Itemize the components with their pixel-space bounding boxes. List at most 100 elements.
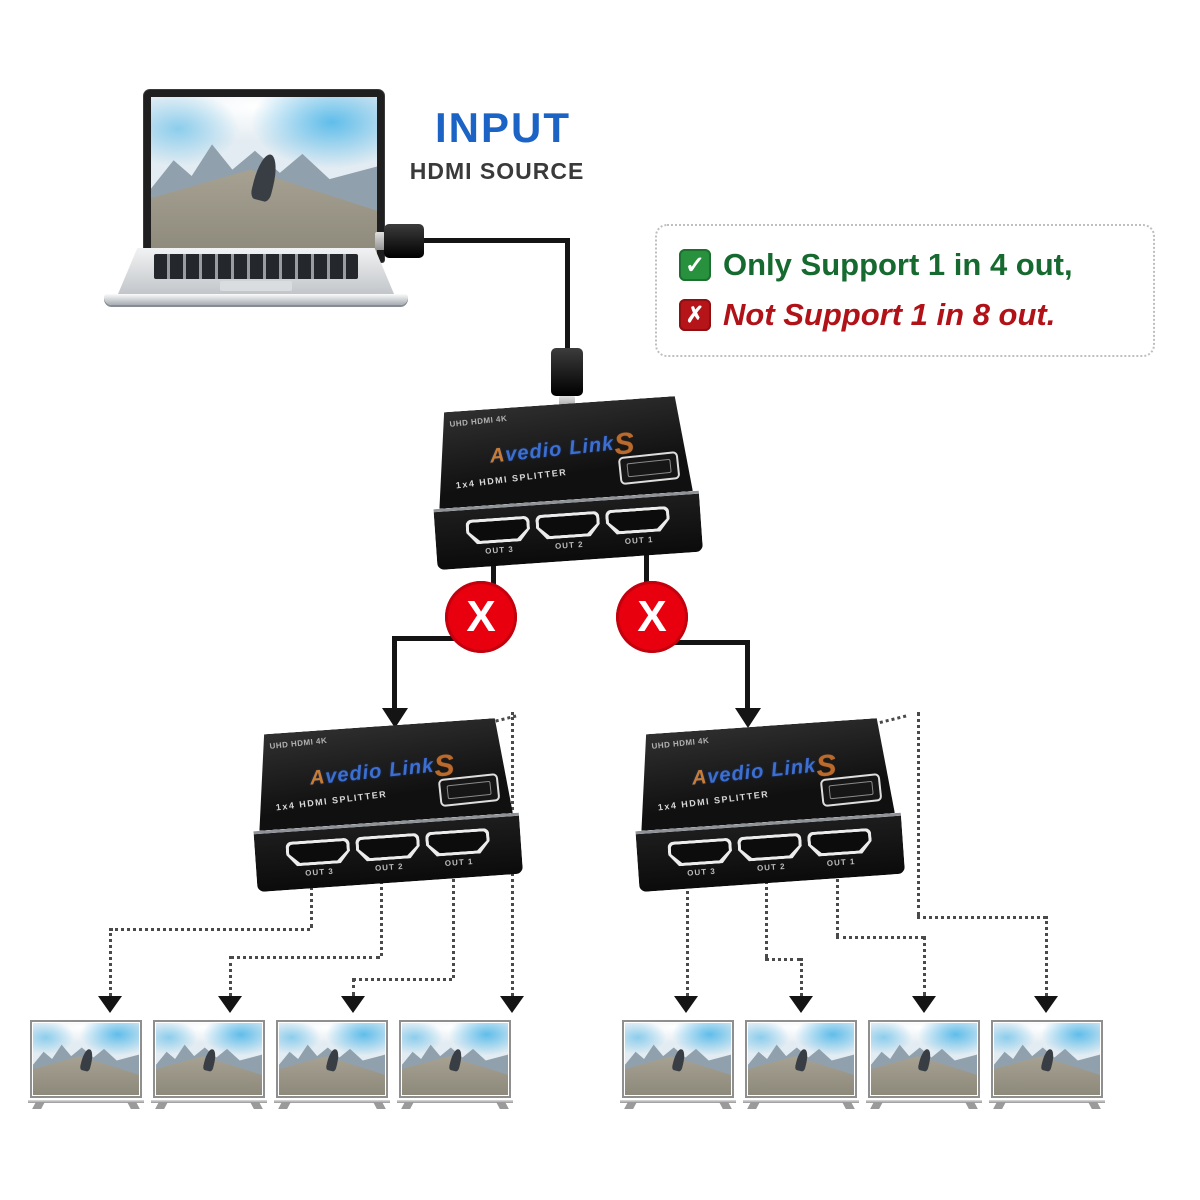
mountain-photo xyxy=(156,1023,262,1095)
note-row-supported: ✓ Only Support 1 in 4 out, xyxy=(679,240,1153,290)
cyclist-figure xyxy=(1040,1048,1055,1072)
output-tv-1 xyxy=(28,1020,144,1103)
mountain-photo xyxy=(151,97,377,255)
output-tv-4 xyxy=(397,1020,513,1103)
port-slot xyxy=(428,831,487,854)
dotted-link xyxy=(917,712,920,916)
arrow-down-left-splitter xyxy=(382,708,408,728)
dotted-link xyxy=(380,856,383,956)
laptop-keys xyxy=(154,254,358,279)
dotted-link xyxy=(765,856,768,958)
port-slot xyxy=(608,509,667,532)
splitter-corner-label: UHD HDMI 4K xyxy=(449,413,508,429)
hdmi-out-port: OUT 3 xyxy=(282,837,355,890)
port-slot xyxy=(288,841,347,864)
tv-screen xyxy=(745,1020,857,1098)
hdmi-out-port: OUT 1 xyxy=(602,506,675,559)
dotted-link xyxy=(917,916,1046,919)
dotted-link xyxy=(800,958,803,996)
blocked-cable-right-stub xyxy=(644,532,649,585)
mountain-photo xyxy=(279,1023,385,1095)
port-shell xyxy=(355,833,421,862)
cross-icon: ✗ xyxy=(679,299,711,331)
dotted-link xyxy=(923,936,926,996)
tv-stand xyxy=(28,1100,144,1103)
input-title: INPUT xyxy=(435,104,571,151)
port-shell xyxy=(465,516,531,545)
hdmi-out-port: OUT 1 xyxy=(804,828,877,881)
output-tv-3 xyxy=(274,1020,390,1103)
dotted-link xyxy=(765,958,801,961)
laptop-base xyxy=(104,294,408,305)
mountain-photo xyxy=(748,1023,854,1095)
port-slot xyxy=(358,836,417,859)
output-tv-2 xyxy=(151,1020,267,1103)
brand-mid: vedio xyxy=(504,438,564,467)
note-row-not-supported: ✗ Not Support 1 in 8 out. xyxy=(679,290,1153,340)
arrow-down-tv3 xyxy=(341,996,365,1013)
port-shell xyxy=(425,828,491,857)
mountain-photo xyxy=(625,1023,731,1095)
hdmi-out-port: OUT 2 xyxy=(352,832,425,885)
tv-screen xyxy=(622,1020,734,1098)
support-note-box: ✓ Only Support 1 in 4 out, ✗ Not Support… xyxy=(655,224,1155,357)
port-shell xyxy=(605,506,671,535)
hdmi-plug-laptop xyxy=(384,224,424,258)
port-slot xyxy=(740,836,799,859)
cyclist-figure xyxy=(79,1048,94,1072)
port-label: OUT 1 xyxy=(444,856,474,868)
laptop-source xyxy=(104,90,408,308)
tv-screen xyxy=(399,1020,511,1098)
dotted-link xyxy=(353,978,452,981)
splitter-corner-label: UHD HDMI 4K xyxy=(651,735,710,751)
hdmi-input-port xyxy=(438,773,501,807)
dotted-link xyxy=(836,856,839,936)
hdmi-out-port: OUT 2 xyxy=(734,832,807,885)
arrow-down-right-splitter xyxy=(735,708,761,728)
cyclist-figure xyxy=(794,1048,809,1072)
splitter-corner-label: UHD HDMI 4K xyxy=(269,735,328,751)
port-label: OUT 1 xyxy=(624,534,654,546)
input-subtitle: HDMI SOURCE xyxy=(409,158,585,184)
arrow-down-tv8 xyxy=(1034,996,1058,1013)
dotted-link xyxy=(686,856,689,996)
port-slot xyxy=(670,841,729,864)
laptop-screen xyxy=(144,90,384,262)
mountain-photo xyxy=(871,1023,977,1095)
brand-link: Link xyxy=(770,754,818,782)
tv-screen xyxy=(153,1020,265,1098)
output-tv-7 xyxy=(866,1020,982,1103)
port-label: OUT 3 xyxy=(484,544,515,556)
dotted-link xyxy=(352,978,355,996)
note-line-supported: Only Support 1 in 4 out, xyxy=(723,247,1073,282)
cyclist-figure xyxy=(917,1048,932,1072)
port-shell xyxy=(535,511,601,540)
tv-stand xyxy=(397,1100,513,1103)
cyclist-figure xyxy=(249,152,281,204)
output-tv-5 xyxy=(620,1020,736,1103)
output-tv-6 xyxy=(743,1020,859,1103)
arrow-down-tv2 xyxy=(218,996,242,1013)
dotted-link xyxy=(110,928,310,931)
not-supported-x-badge: X xyxy=(445,581,517,653)
dotted-link xyxy=(452,856,455,978)
hdmi-input-port xyxy=(618,451,681,485)
cyclist-figure xyxy=(325,1048,340,1072)
note-line-not-supported: Not Support 1 in 8 out. xyxy=(723,297,1056,332)
port-label: OUT 1 xyxy=(826,856,856,868)
port-slot xyxy=(538,514,597,537)
cyclist-figure xyxy=(448,1048,463,1072)
mountain-photo xyxy=(402,1023,508,1095)
mountain-photo xyxy=(33,1023,139,1095)
hdmi-cable-vertical xyxy=(565,238,570,356)
arrow-down-tv4 xyxy=(500,996,524,1013)
dotted-link xyxy=(109,928,112,996)
tv-screen xyxy=(868,1020,980,1098)
blocked-cable-left-elbow xyxy=(392,636,482,641)
hdmi-plug-splitter-input xyxy=(551,348,583,396)
